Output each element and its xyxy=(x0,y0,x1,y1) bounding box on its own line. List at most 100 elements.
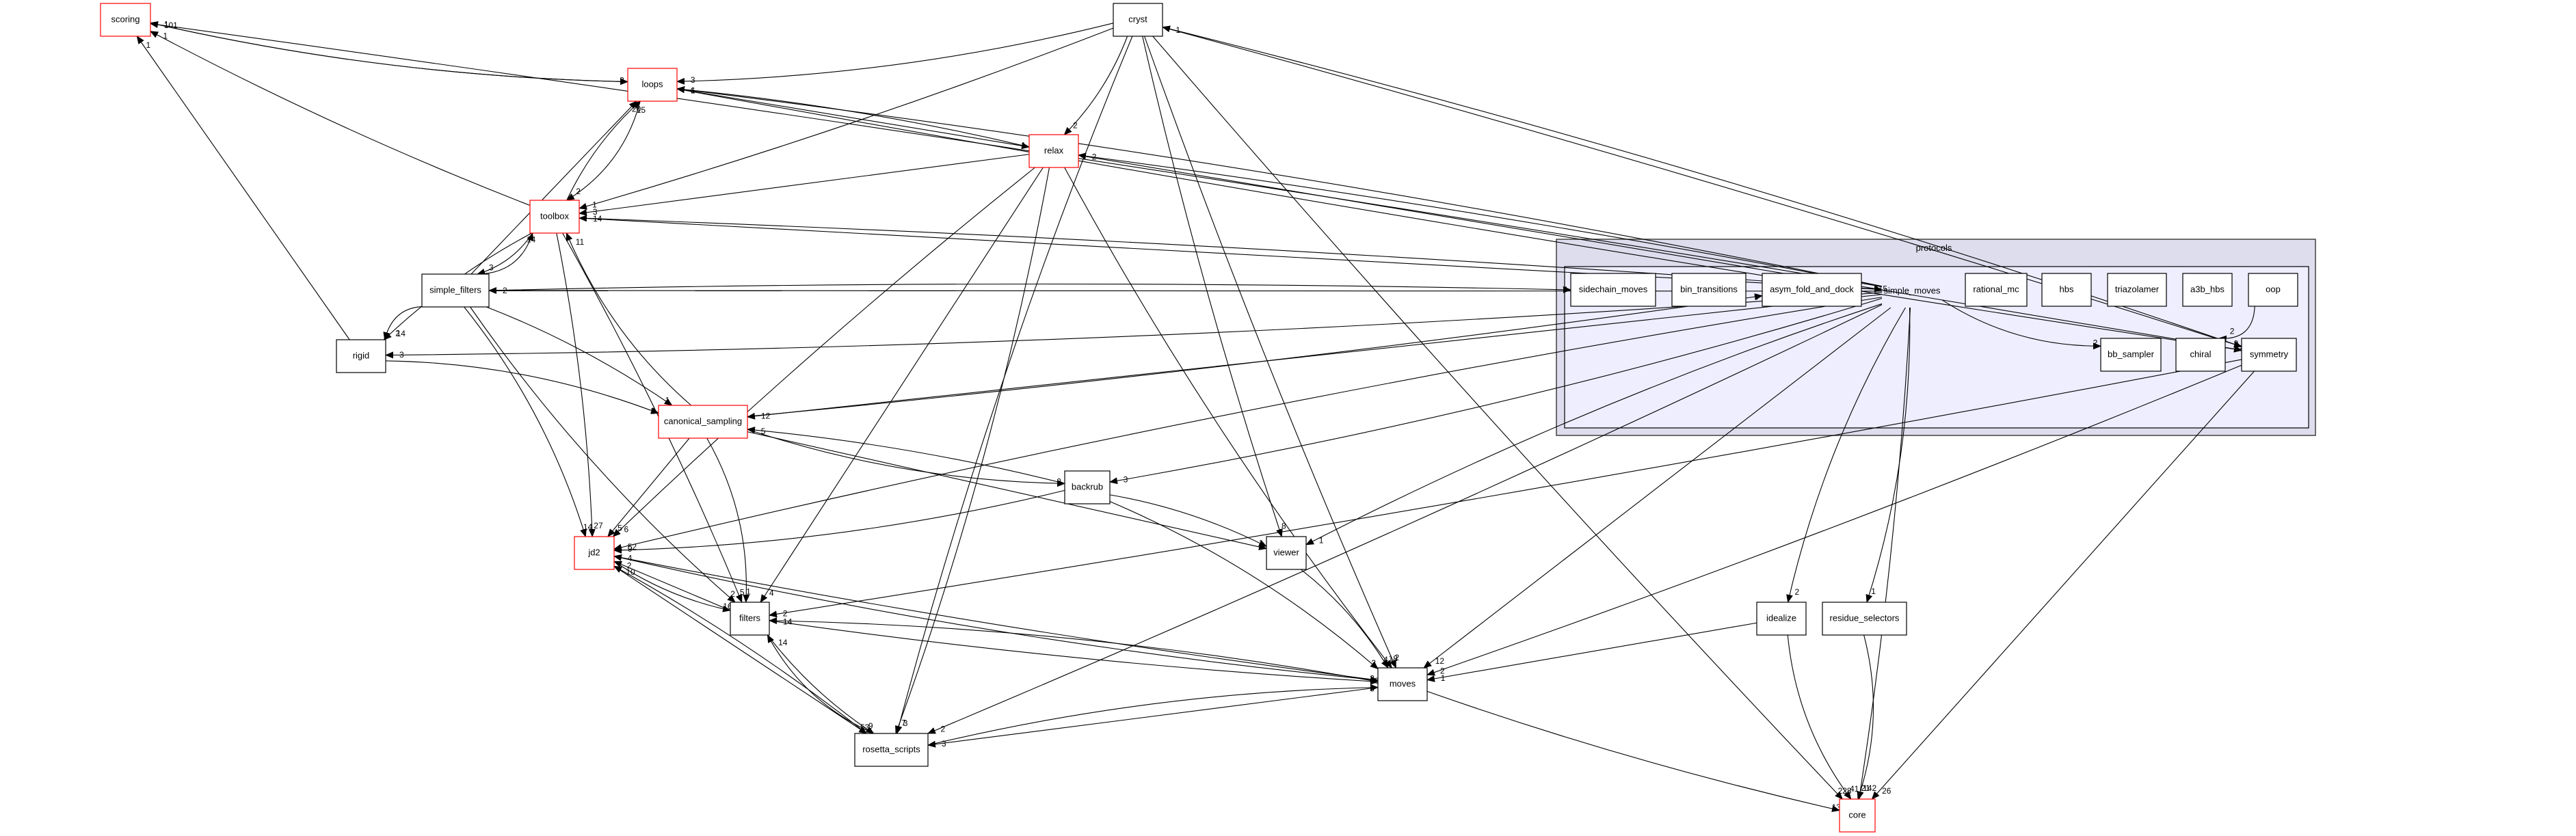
edge-count-label[interactable]: 14 xyxy=(593,214,602,224)
edge-count-label[interactable]: 2 xyxy=(783,608,788,618)
node-box[interactable] xyxy=(100,3,151,37)
edge-count-label[interactable]: 1 xyxy=(1259,538,1264,548)
edge-count-label[interactable]: 1 xyxy=(1441,673,1446,683)
node-box[interactable] xyxy=(2041,273,2092,307)
node-box[interactable] xyxy=(2100,338,2162,372)
node-bb-sampler[interactable]: bb_sampler xyxy=(2100,338,2162,372)
node-core[interactable]: core xyxy=(1839,798,1876,833)
edge-simple_filters-to-toolbox[interactable] xyxy=(477,232,534,275)
edge-count-label[interactable]: 1 xyxy=(746,586,751,596)
edge-simple_moves-to-canonical_sampling[interactable] xyxy=(747,294,1883,420)
node-oop[interactable]: oop xyxy=(2248,273,2298,307)
node-box[interactable] xyxy=(2248,273,2298,307)
edge-canonical_sampling-to-jd2[interactable] xyxy=(607,437,690,537)
edge-canonical_sampling-to-backrub[interactable] xyxy=(747,429,1065,487)
edge-canonical_sampling-to-filters[interactable] xyxy=(706,437,750,603)
node-box[interactable] xyxy=(1570,273,1656,307)
node-box[interactable] xyxy=(1762,273,1862,307)
edge-cryst-to-loops[interactable] xyxy=(676,23,1114,85)
edge-count-label[interactable]: 1 xyxy=(1021,140,1026,150)
edge-count-label[interactable]: 18 xyxy=(1389,654,1398,664)
edge-relax-to-rosetta_scripts[interactable] xyxy=(895,167,1050,734)
edge-backrub-to-moves[interactable] xyxy=(1109,501,1379,670)
node-box[interactable] xyxy=(529,200,580,234)
edge-count-label[interactable]: 14 xyxy=(527,235,536,245)
edge-canonical_sampling-to-toolbox[interactable] xyxy=(566,232,692,406)
node-asym-fold-and-dock[interactable]: asym_fold_and_dock xyxy=(1762,273,1862,307)
node-box[interactable] xyxy=(2175,338,2226,372)
node-triazolamer[interactable]: triazolamer xyxy=(2107,273,2167,307)
edge-simple_moves-to-core[interactable] xyxy=(1857,307,1911,800)
node-toolbox[interactable]: toolbox xyxy=(529,200,580,234)
edge-relax-to-symmetry[interactable] xyxy=(1078,154,2242,353)
edge-count-label[interactable]: 1 xyxy=(164,19,169,29)
edge-count-label[interactable]: 2 xyxy=(1440,666,1445,676)
node-rigid[interactable]: rigid xyxy=(336,339,386,373)
edge-scoring-to-loops[interactable] xyxy=(150,22,628,85)
node-moves[interactable]: moves xyxy=(1377,667,1428,701)
edge-count-label[interactable]: 12 xyxy=(761,411,771,420)
edge-toolbox-to-scoring[interactable] xyxy=(150,31,531,206)
edge-count-label[interactable]: 7 xyxy=(901,718,906,728)
edge-simple_moves-to-rosetta_scripts[interactable] xyxy=(927,304,1883,734)
edge-count-label[interactable]: 14 xyxy=(783,617,793,626)
node-canonical-sampling[interactable]: canonical_sampling xyxy=(658,405,748,439)
edge-rosetta_scripts-to-jd2[interactable] xyxy=(613,565,867,734)
edge-toolbox-to-jd2[interactable] xyxy=(556,232,596,537)
edge-count-label[interactable]: 3 xyxy=(942,739,946,749)
node-backrub[interactable]: backrub xyxy=(1064,470,1111,504)
edge-simple_moves-to-idealize[interactable] xyxy=(1786,307,1906,603)
edge-count-label[interactable]: 2 xyxy=(650,407,655,416)
node-sidechain-moves[interactable]: sidechain_moves xyxy=(1570,273,1656,307)
edge-count-label[interactable]: 52 xyxy=(628,542,637,552)
edge-simple_moves-to-jd2[interactable] xyxy=(613,297,1883,551)
node-filters[interactable]: filters xyxy=(730,602,770,636)
edge-count-label[interactable]: 3 xyxy=(691,75,695,85)
node-box[interactable] xyxy=(1266,536,1307,570)
edge-relax-to-toolbox[interactable] xyxy=(579,154,1030,216)
edge-count-label[interactable]: 142 xyxy=(1863,783,1876,793)
edge-simple_filters-to-sidechain_moves[interactable] xyxy=(488,283,1571,293)
edge-filters-to-moves[interactable] xyxy=(769,620,1379,685)
node-box[interactable] xyxy=(1377,667,1428,701)
edge-count-label[interactable]: 2 xyxy=(395,329,400,338)
edge-rosetta_scripts-to-filters[interactable] xyxy=(767,634,874,734)
edge-backrub-to-canonical_sampling[interactable] xyxy=(747,427,1065,484)
edge-relax-to-filters[interactable] xyxy=(760,167,1044,603)
edge-count-label[interactable]: 11 xyxy=(576,237,585,247)
edge-simple_filters-to-filters[interactable] xyxy=(470,306,736,603)
node-jd2[interactable]: jd2 xyxy=(574,536,615,570)
node-relax[interactable]: relax xyxy=(1028,134,1079,168)
edge-count-label[interactable]: 4 xyxy=(1383,655,1388,664)
edge-count-label[interactable]: 1 xyxy=(1258,541,1263,551)
edge-count-label[interactable]: 3 xyxy=(620,76,624,85)
edge-count-label[interactable]: 2 xyxy=(1395,653,1400,662)
edge-idealize-to-core[interactable] xyxy=(1787,634,1852,800)
edge-count-label[interactable]: 2 xyxy=(2230,326,2235,336)
edge-count-label[interactable]: 215 xyxy=(1874,284,1887,294)
edge-count-label[interactable]: 2 xyxy=(503,286,507,295)
edge-count-label[interactable]: 7 xyxy=(1563,285,1567,295)
edge-count-label[interactable]: 9 xyxy=(1754,293,1759,302)
edge-jd2-to-rosetta_scripts[interactable] xyxy=(613,565,868,734)
edge-cryst-to-moves[interactable] xyxy=(1144,36,1396,669)
edge-count-label[interactable]: 2 xyxy=(730,589,735,599)
edge-loops-to-relax[interactable] xyxy=(676,88,1030,150)
edge-count-label[interactable]: 2 xyxy=(2093,338,2098,348)
edge-viewer-to-moves[interactable] xyxy=(1300,569,1389,669)
edge-loops-to-symmetry[interactable] xyxy=(676,88,2242,353)
edge-count-label[interactable]: 2 xyxy=(1092,152,1097,161)
edge-count-label[interactable]: 1 xyxy=(665,396,670,405)
edge-rigid-to-canonical_sampling[interactable] xyxy=(385,360,659,414)
edge-simple_moves-to-residue_selectors[interactable] xyxy=(1865,307,1911,603)
edge-simple_moves-to-moves[interactable] xyxy=(1423,307,1891,669)
edge-count-label[interactable]: 3 xyxy=(1370,674,1375,684)
edge-toolbox-to-simple_filters[interactable] xyxy=(477,232,533,275)
node-scoring[interactable]: scoring xyxy=(100,3,151,37)
edge-count-label[interactable]: 2 xyxy=(576,187,581,196)
node-box[interactable] xyxy=(1965,273,2028,307)
node-box[interactable] xyxy=(1822,602,1907,636)
edge-simple_moves-to-backrub[interactable] xyxy=(1109,297,1883,485)
edge-cryst-to-viewer[interactable] xyxy=(1142,36,1283,537)
node-a3b-hbs[interactable]: a3b_hbs xyxy=(2182,273,2233,307)
